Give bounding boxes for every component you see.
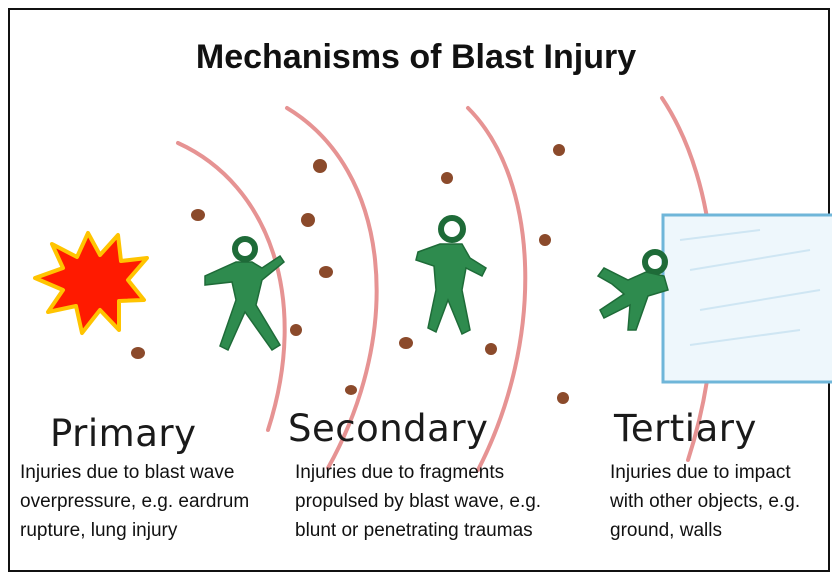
description-line: Injuries due to blast wave [20, 458, 249, 487]
page-title: Mechanisms of Blast Injury [0, 38, 832, 77]
stage-primary-name: Primary [50, 412, 196, 455]
fragment-particle [553, 144, 565, 156]
wall-block [663, 215, 832, 382]
description-line: Injuries due to fragments [295, 458, 541, 487]
stage-secondary-description: Injuries due to fragments propulsed by b… [295, 458, 541, 545]
fragment-particle [319, 266, 333, 278]
person-figure-secondary [416, 218, 486, 334]
fragment-particle [399, 337, 413, 349]
fragment-particle [485, 343, 497, 355]
fragment-particle [557, 392, 569, 404]
stage-tertiary-name: Tertiary [614, 407, 757, 450]
fragment-particle [441, 172, 453, 184]
stage-secondary-name: Secondary [288, 407, 488, 450]
person-figure-tertiary [598, 252, 668, 330]
explosion-icon [35, 233, 147, 333]
stage-primary-description: Injuries due to blast wave overpressure,… [20, 458, 249, 545]
description-line: Injuries due to impact [610, 458, 800, 487]
description-line: rupture, lung injury [20, 516, 249, 545]
blast-wave-arc [178, 143, 285, 430]
description-line: with other objects, e.g. [610, 487, 800, 516]
description-line: ground, walls [610, 516, 800, 545]
fragment-particle [301, 213, 315, 227]
stage-tertiary-description: Injuries due to impact with other object… [610, 458, 800, 545]
fragment-particle [345, 385, 357, 395]
fragment-particle [290, 324, 302, 336]
description-line: overpressure, e.g. eardrum [20, 487, 249, 516]
description-line: blunt or penetrating traumas [295, 516, 541, 545]
fragment-particle [313, 159, 327, 173]
description-line: propulsed by blast wave, e.g. [295, 487, 541, 516]
fragment-particle [539, 234, 551, 246]
fragment-particle [131, 347, 145, 359]
fragment-particle [191, 209, 205, 221]
